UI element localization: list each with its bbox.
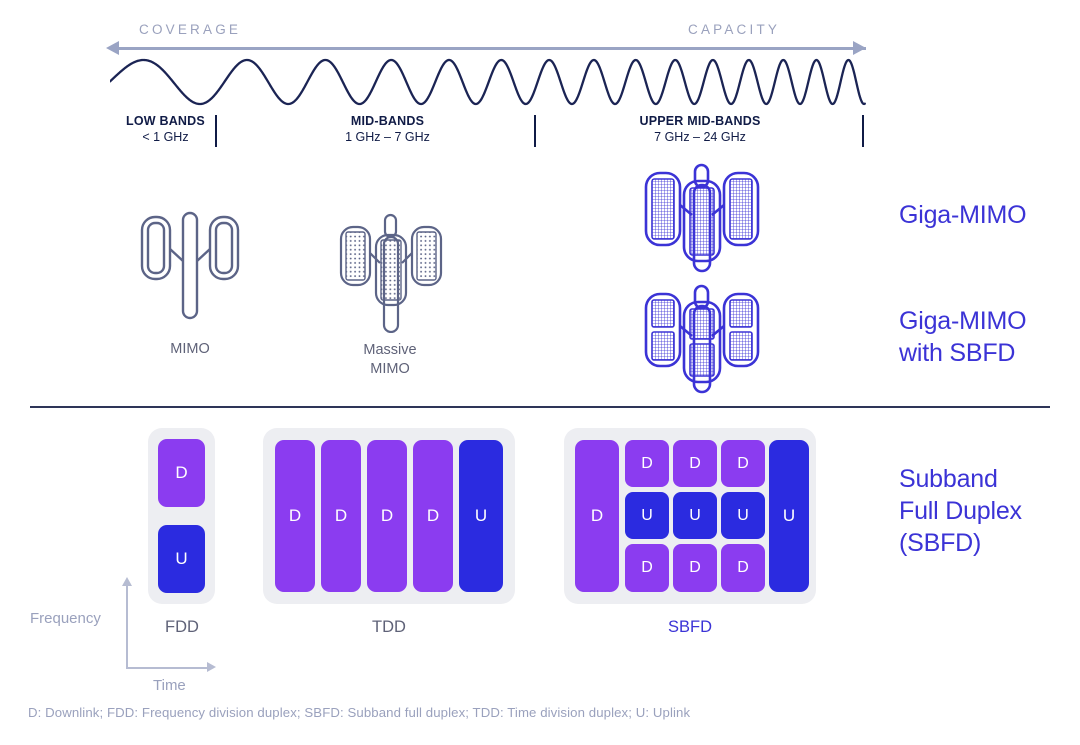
spectrum-axis-line [118,47,866,50]
time-axis-line [126,667,208,669]
band-mid-range: 1 GHz – 7 GHz [345,130,430,144]
label-sbfd-line3: (SBFD) [899,529,982,557]
antenna-massive-mimo-icon [336,213,446,338]
label-giga-mimo-sbfd-line1: Giga-MIMO [899,307,1027,335]
slot-sbfd-col2-u[interactable]: U [673,492,717,539]
time-axis-label: Time [153,677,186,694]
band-upper-mid-range: 7 GHz – 24 GHz [654,130,746,144]
label-giga-mimo-line1: Giga-MIMO [899,201,1027,229]
slot-sbfd-col1-d-top[interactable]: D [625,440,669,487]
duplex-card-sbfd: D D U D D U D D U D U [564,428,816,604]
slot-fdd-downlink[interactable]: D [158,439,205,507]
band-upper-mid: UPPER MID-BANDS 7 GHz – 24 GHz [600,113,800,145]
spectrum-arrow-right-icon [853,41,866,55]
duplex-caption-fdd: FDD [165,618,199,636]
band-divider-2 [534,115,536,147]
slot-sbfd-col3-u[interactable]: U [721,492,765,539]
duplex-caption-sbfd: SBFD [667,618,712,636]
slot-sbfd-col3-d-bottom[interactable]: D [721,544,765,592]
duplex-caption-tdd: TDD [372,618,406,636]
label-subband-full-duplex: Subband Full Duplex (SBFD) [899,463,1022,559]
band-low-range: < 1 GHz [142,130,189,144]
footnote-legend: D: Downlink; FDD: Frequency division dup… [28,705,691,720]
band-divider-1 [215,115,217,147]
slot-sbfd-col3-d-top[interactable]: D [721,440,765,487]
spectrum-arrow-left-icon [106,41,119,55]
coverage-label: COVERAGE [139,22,242,37]
band-mid: MID-BANDS 1 GHz – 7 GHz [300,113,475,145]
antenna-massive-mimo-caption-line1: Massive [363,342,417,358]
slot-sbfd-col1-d-bottom[interactable]: D [625,544,669,592]
band-upper-mid-title: UPPER MID-BANDS [639,114,761,128]
frequency-axis-label: Frequency [30,610,101,627]
band-mid-title: MID-BANDS [350,114,425,128]
antenna-mimo-icon [135,205,245,330]
slot-tdd-1[interactable]: D [321,440,361,592]
antenna-mimo-caption-line1: MIMO [170,341,210,357]
duplex-card-tdd: D D D D U [263,428,515,604]
frequency-axis-line [126,585,128,668]
slot-sbfd-col4[interactable]: U [769,440,809,592]
antenna-giga-mimo-sbfd-icon [640,284,765,399]
slot-sbfd-col1-u[interactable]: U [625,492,669,539]
label-giga-mimo: Giga-MIMO [899,199,1027,231]
frequency-axis-arrow-icon [121,577,132,586]
label-giga-mimo-sbfd: Giga-MIMO with SBFD [899,305,1027,369]
time-axis-arrow-icon [207,662,216,672]
slot-tdd-3[interactable]: D [413,440,453,592]
slot-fdd-uplink[interactable]: U [158,525,205,593]
frequency-sweep-wave [108,52,870,112]
slot-tdd-4[interactable]: U [459,440,503,592]
duplex-card-fdd: D U [148,428,215,604]
band-low: LOW BANDS < 1 GHz [118,113,213,145]
section-divider [30,406,1050,408]
band-low-title: LOW BANDS [126,114,205,128]
slot-sbfd-col2-d-bottom[interactable]: D [673,544,717,592]
antenna-massive-mimo-caption-line2: MIMO [370,361,410,378]
slot-tdd-0[interactable]: D [275,440,315,592]
antenna-mimo-caption: MIMO [130,340,250,359]
slot-tdd-2[interactable]: D [367,440,407,592]
label-sbfd-line1: Subband [899,465,998,493]
antenna-massive-mimo-caption: Massive MIMO [330,341,450,380]
label-giga-mimo-sbfd-line2: with SBFD [899,339,1016,367]
slot-sbfd-col2-d-top[interactable]: D [673,440,717,487]
capacity-label: CAPACITY [688,22,781,37]
antenna-giga-mimo-icon [640,163,765,278]
label-sbfd-line2: Full Duplex [899,497,1022,525]
band-divider-3 [862,115,864,147]
slot-sbfd-col0[interactable]: D [575,440,619,592]
